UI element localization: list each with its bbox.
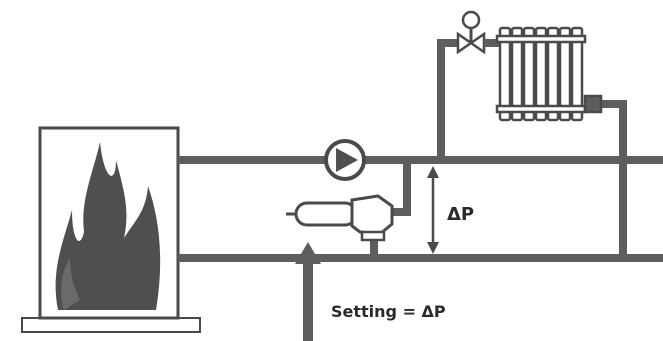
setting-label: Setting = ΔP	[331, 302, 446, 321]
radiator-return-pipe	[600, 100, 627, 258]
boiler-base	[21, 317, 201, 333]
differential-pressure-bypass-valve	[286, 194, 394, 242]
delta-p-dimension-arrow	[427, 166, 439, 254]
bypass-connection-pipe	[392, 164, 411, 216]
radiator-valve-icon	[456, 10, 500, 55]
pipe-network	[178, 39, 663, 262]
boiler	[21, 126, 201, 333]
radiator-supply-riser	[437, 39, 462, 160]
setting-arrow	[295, 242, 321, 341]
boiler-flame-icon	[55, 142, 161, 310]
circulation-pump-icon	[324, 139, 366, 181]
radiator	[495, 26, 603, 122]
radiator-return-fitting	[583, 94, 603, 114]
delta-p-label: ΔP	[447, 204, 474, 225]
